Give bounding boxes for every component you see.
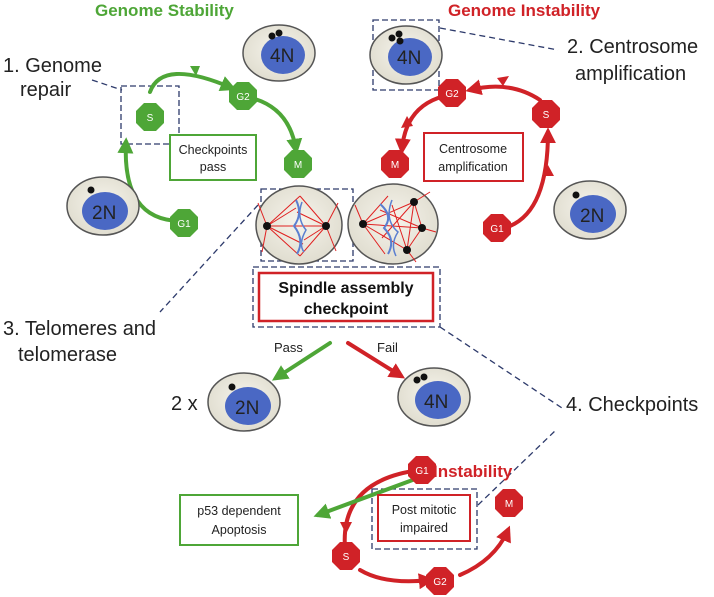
bottom-red-cycle: [342, 468, 511, 590]
red-arrowhead-left: [401, 116, 413, 128]
svg-text:pass: pass: [200, 160, 226, 174]
ploidy-fail-result: 4N: [424, 392, 448, 413]
cell-right-bottom: 2N: [553, 180, 627, 240]
svg-text:G2: G2: [433, 577, 447, 588]
svg-text:impaired: impaired: [400, 521, 448, 535]
phase-green-g1: G1: [170, 209, 198, 237]
phase-green-s: S: [136, 103, 164, 131]
genome-repair-label-line1: 1. Genome: [3, 55, 102, 77]
svg-text:G1: G1: [177, 219, 191, 230]
phase-bottom-g1: G1: [408, 456, 436, 484]
svg-text:p53 dependent: p53 dependent: [197, 504, 281, 518]
phase-bottom-m: M: [495, 489, 523, 517]
highlight-box-post-mitotic: [371, 488, 478, 550]
svg-text:S: S: [543, 110, 550, 121]
phase-red-g2: G2: [438, 79, 466, 107]
ploidy-right-bottom: 2N: [580, 206, 604, 227]
checkpoints-pass-box: Checkpoints pass: [169, 134, 257, 181]
highlight-box-sac: [252, 266, 441, 328]
svg-text:Checkpoints: Checkpoints: [179, 143, 248, 157]
post-mitotic-box: Post mitotic impaired: [377, 494, 471, 542]
cell-left-bottom: 2N: [66, 176, 140, 236]
svg-text:M: M: [294, 160, 302, 171]
green-arc-g2-to-m: [253, 97, 303, 155]
fail-arrow: [346, 341, 406, 379]
phase-red-m: M: [381, 150, 409, 178]
centrosome-amplification-box: Centrosome amplification: [423, 132, 524, 182]
telomeres-label-line1: 3. Telomeres and: [3, 318, 156, 340]
phase-green-m: M: [284, 150, 312, 178]
svg-text:Spindle assembly: Spindle assembly: [278, 280, 413, 297]
svg-text:Apoptosis: Apoptosis: [212, 523, 267, 537]
leader-centrosome: [439, 27, 559, 51]
svg-text:G2: G2: [236, 92, 250, 103]
genome-stability-title: Genome Stability: [95, 1, 234, 20]
highlight-box-genome-repair: [120, 85, 180, 145]
cell-left-top: 4N: [242, 24, 316, 82]
cell-right-top: 4N: [369, 25, 443, 85]
svg-text:S: S: [343, 552, 350, 563]
two-x-label: 2 x: [171, 393, 198, 415]
svg-text:checkpoint: checkpoint: [304, 301, 389, 318]
p53-apoptosis-box: p53 dependent Apoptosis: [179, 494, 299, 546]
red-cell-cycle: [394, 79, 556, 228]
pass-label: Pass: [274, 340, 303, 355]
svg-text:Post mitotic: Post mitotic: [392, 503, 457, 517]
red-arrowhead-right: [542, 165, 554, 176]
red-arc-g1-to-s: [508, 127, 556, 228]
leader-lines: [91, 27, 563, 506]
ploidy-left-bottom: 2N: [92, 203, 116, 224]
centrosome-label-line2: amplification: [575, 63, 686, 85]
leader-checkpoints: [439, 326, 563, 409]
phase-green-g2: G2: [229, 82, 257, 110]
phase-bottom-g2: G2: [426, 567, 454, 595]
checkpoints-label: 4. Checkpoints: [566, 394, 698, 416]
genome-repair-label-line2: repair: [20, 79, 71, 101]
bottom-arc-g2-to-m: [458, 525, 511, 577]
leader-telomeres: [159, 204, 259, 313]
svg-text:S: S: [147, 113, 154, 124]
svg-text:M: M: [391, 160, 399, 171]
svg-text:G2: G2: [445, 89, 459, 100]
red-arrowhead-top: [497, 76, 509, 86]
svg-text:M: M: [505, 499, 513, 510]
bottom-arrowhead-left: [340, 522, 352, 534]
red-arc-g2-to-m: [394, 96, 440, 155]
telomeres-label-line2: telomerase: [18, 344, 117, 366]
svg-text:G1: G1: [415, 466, 429, 477]
genome-instability-title: Genome Instability: [448, 1, 601, 20]
centrosome-label-line1: 2. Centrosome: [567, 36, 698, 58]
phase-red-s: S: [532, 100, 560, 128]
leader-instability: [477, 429, 557, 506]
pass-arrow: [271, 341, 332, 381]
spindle-cell-bipolar: [255, 185, 343, 265]
phase-bottom-s: S: [332, 542, 360, 570]
bottom-arc-s-to-g2: [358, 568, 435, 590]
cell-pass-result: 2N: [207, 372, 281, 432]
ploidy-right-top: 4N: [397, 48, 421, 69]
ploidy-pass-result: 2N: [235, 398, 259, 419]
apoptosis-arrow: [313, 476, 420, 519]
fail-label: Fail: [377, 340, 398, 355]
green-arc-s-to-g2: [148, 71, 237, 94]
svg-text:amplification: amplification: [438, 160, 508, 174]
leader-genome-repair: [91, 79, 123, 91]
spindle-assembly-checkpoint-box: Spindle assembly checkpoint: [257, 271, 435, 323]
bottom-arc-g1-to-s: [342, 468, 422, 550]
green-arrowhead-top: [190, 66, 200, 76]
cell-fail-result: 4N: [397, 367, 471, 427]
svg-text:Centrosome: Centrosome: [439, 142, 507, 156]
spindle-cell-multipolar: [347, 183, 439, 265]
svg-text:G1: G1: [490, 224, 504, 235]
phase-red-g1: G1: [483, 214, 511, 242]
instability-title: Instability: [433, 462, 513, 481]
red-arc-s-to-g2: [465, 79, 542, 102]
ploidy-left-top: 4N: [270, 46, 294, 67]
